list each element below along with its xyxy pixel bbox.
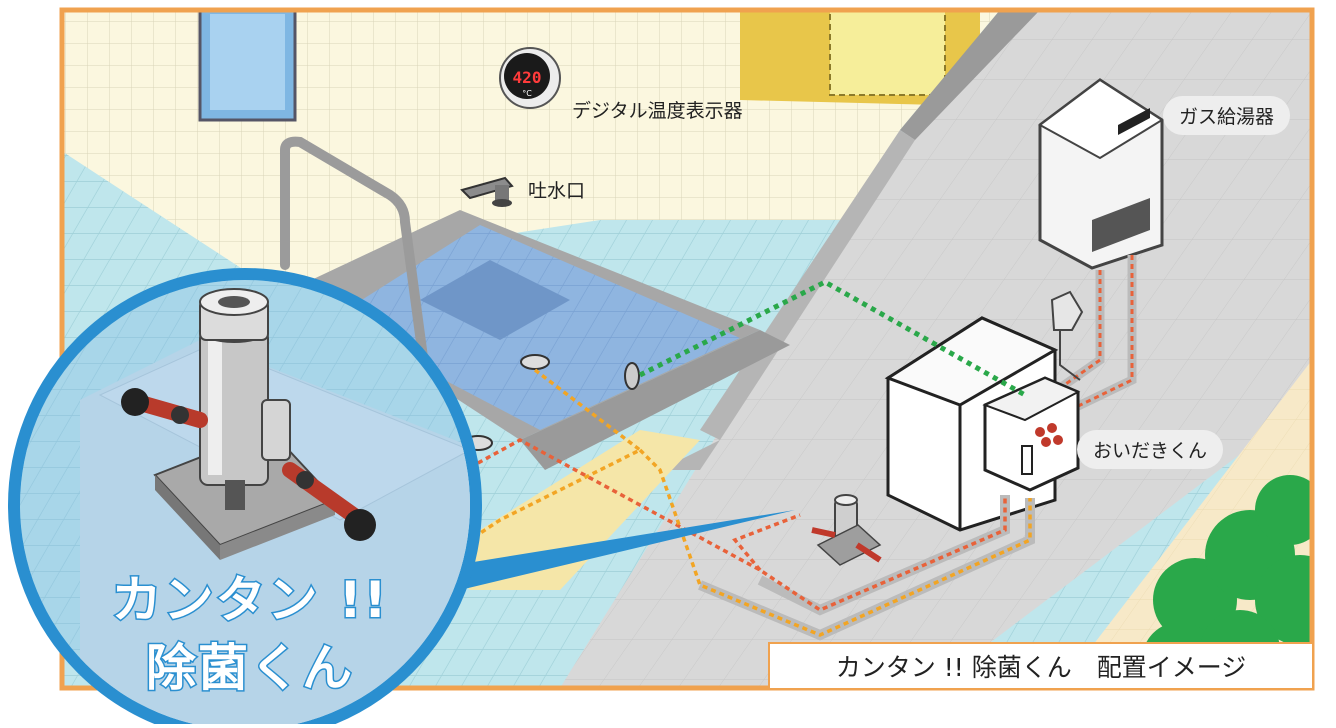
label-spout: 吐水口 [528,180,586,202]
display-reading: 420 [513,68,542,87]
label-digital-display: デジタル温度表示器 [572,100,743,122]
diagram-caption: カンタン !! 除菌くん 配置イメージ [768,642,1312,688]
label-oidaki: おいだきくん [1077,430,1224,469]
caption-text: カンタン !! 除菌くん 配置イメージ [835,653,1247,682]
product-name-line2: 除菌くん [145,638,354,699]
display-unit: °C [522,89,532,98]
product-name-line1: カンタン !! [110,570,389,631]
label-gas-heater: ガス給湯器 [1163,96,1291,135]
